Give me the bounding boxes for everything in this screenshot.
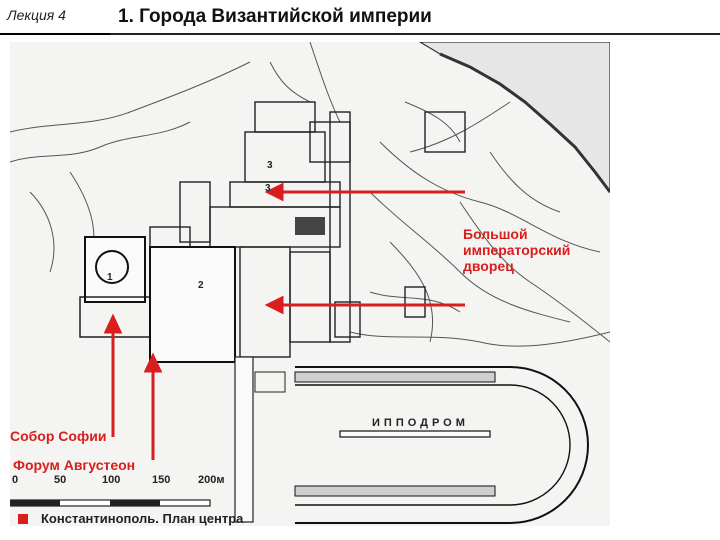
plan-number-3a: 3 <box>265 183 271 194</box>
annotation-arrows <box>103 182 465 460</box>
scale-tick-100: 100 <box>102 474 121 486</box>
palace-label-line3: дворец <box>463 258 514 274</box>
scale-tick-50: 50 <box>54 474 67 486</box>
slide-title: 1. Города Византийской империи <box>118 6 432 27</box>
zeuxippus-baths <box>254 371 286 393</box>
hippodrome-outline <box>295 366 589 524</box>
palace-label-line2: императорский <box>463 242 571 258</box>
scale-tick-0: 0 <box>12 474 19 486</box>
augusteon-square <box>149 246 236 363</box>
map-caption: Константинополь. План центра <box>41 511 244 526</box>
hagia-sophia-outline <box>84 236 146 303</box>
street-network <box>10 42 610 347</box>
caption-marker <box>18 514 28 524</box>
slide-header: Лекция 4 1. Города Византийской империи <box>0 0 720 36</box>
sea-wall <box>439 52 610 193</box>
hippodrome-label: ИППОДРОМ <box>372 417 469 429</box>
plan-number-1: 1 <box>107 272 113 283</box>
palace-label-line1: Большой <box>463 226 528 242</box>
hippodrome-track <box>295 384 571 506</box>
hippodrome-south-stands <box>294 485 496 497</box>
lecture-label: Лекция 4 <box>7 7 66 23</box>
city-plan-map <box>10 42 610 526</box>
mese-street <box>234 356 254 523</box>
plan-number-3b: 3 <box>267 160 273 171</box>
scale-tick-150: 150 <box>152 474 171 486</box>
palace-buildings <box>149 101 466 358</box>
palace-hatched-block <box>295 217 325 235</box>
augusteon-label: Форум Августеон <box>13 457 136 473</box>
hippodrome-north-stands <box>294 371 496 383</box>
plan-number-2: 2 <box>198 280 204 291</box>
header-divider <box>0 33 720 35</box>
sophia-label: Собор Софии <box>10 428 107 444</box>
sophia-atrium <box>79 296 151 338</box>
hippodrome-spina <box>339 430 491 438</box>
scale-tick-200: 200м <box>198 474 225 486</box>
scale-bar <box>10 499 211 507</box>
hagia-sophia-dome <box>95 250 129 284</box>
header-divider-accent <box>0 33 110 35</box>
palace-label: Большой императорский дворец <box>463 226 570 274</box>
